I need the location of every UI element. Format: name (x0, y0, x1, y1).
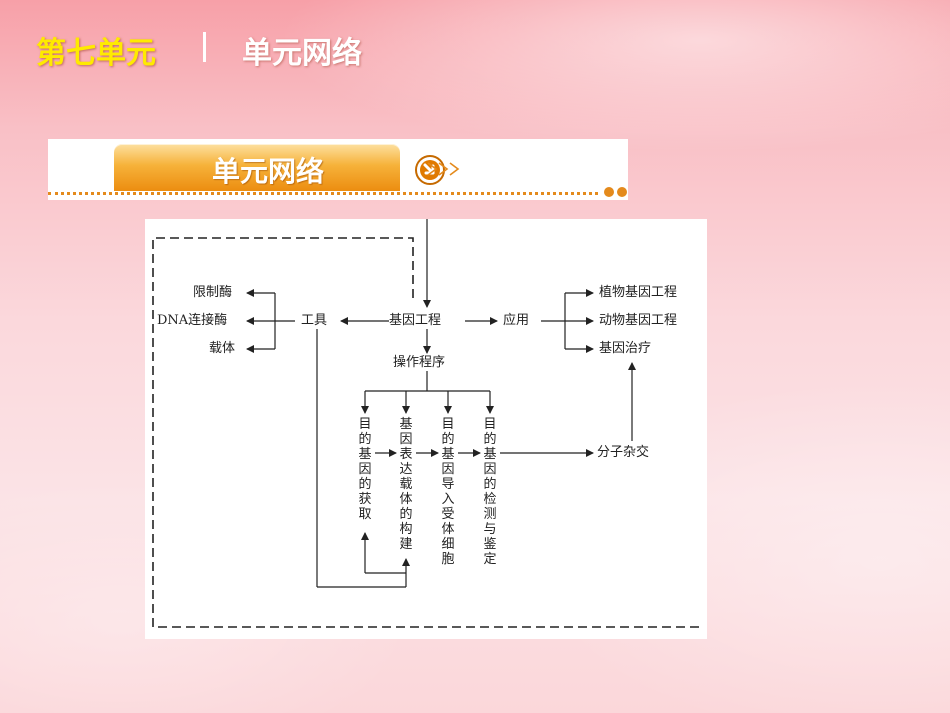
node-tools: 工具 (301, 313, 328, 328)
node-step-detect: 目的基因的检测与鉴定 (483, 417, 497, 567)
banner-dot (617, 187, 627, 197)
node-gene-therapy: 基因治疗 (599, 341, 652, 356)
diagram-lines (152, 219, 701, 628)
chevrons-icon (427, 162, 460, 176)
banner-label: 单元网络 (212, 155, 325, 188)
title-bar: 第七单元 单元网络 (0, 22, 950, 74)
node-plant-ge: 植物基因工程 (599, 285, 678, 300)
arrow-circle-icon (415, 155, 445, 185)
node-vector: 载体 (209, 341, 236, 356)
node-animal-ge: 动物基因工程 (599, 313, 678, 328)
title-separator (203, 32, 206, 62)
node-application: 应用 (503, 313, 530, 328)
node-hybridization: 分子杂交 (597, 445, 650, 460)
concept-diagram: 基因工程 工具 限制酶 DNA连接酶 载体 应用 植物基因工程 动物基因工程 基… (145, 219, 707, 639)
node-step-construct: 基因表达载体的构建 (399, 417, 413, 552)
banner-dotted-line (48, 192, 598, 195)
node-step-introduce: 目的基因导入受体细胞 (441, 417, 455, 567)
node-restriction-enzyme: 限制酶 (193, 285, 233, 300)
banner-dot (604, 187, 614, 197)
node-dna-ligase: DNA连接酶 (157, 313, 228, 328)
node-procedure: 操作程序 (393, 355, 446, 370)
unit-title: 第七单元 (36, 36, 156, 71)
section-title: 单元网络 (242, 36, 362, 71)
node-genetic-engineering: 基因工程 (389, 313, 442, 328)
section-banner: 单元网络 (48, 139, 628, 200)
node-step-obtain: 目的基因的获取 (358, 417, 372, 522)
banner-tab: 单元网络 (114, 144, 445, 191)
